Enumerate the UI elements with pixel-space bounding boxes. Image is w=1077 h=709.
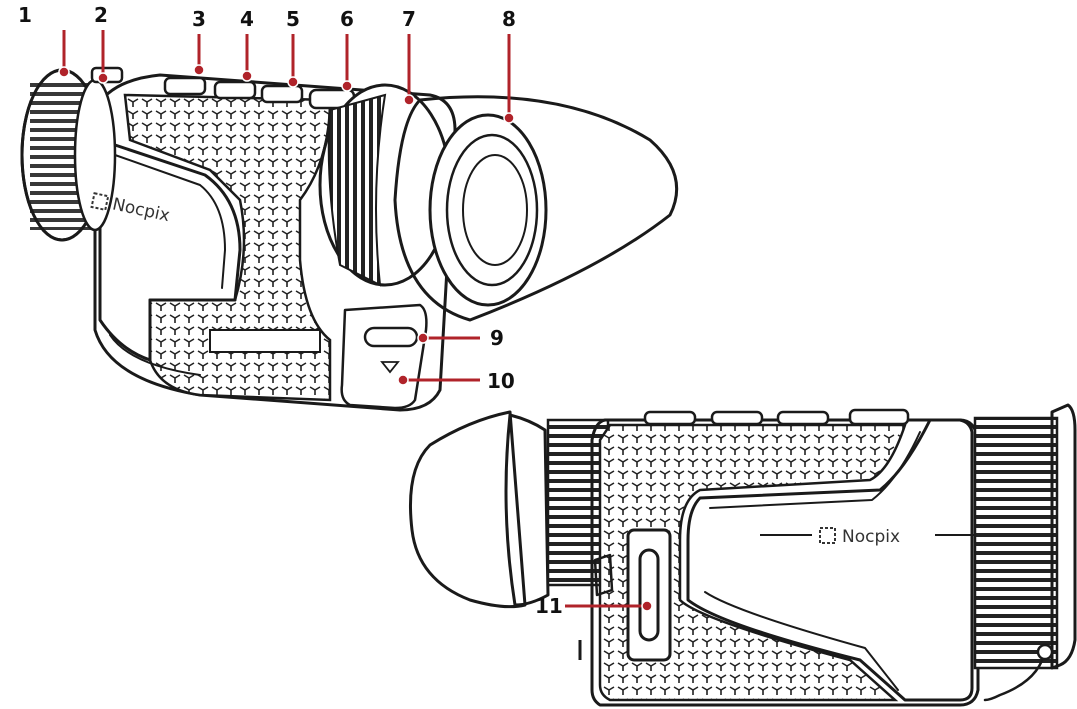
callout-dot-3 [193,64,205,76]
callout-dot-1 [58,66,70,78]
grip-texture [123,93,332,402]
side-brand-logo: Nocpix [819,527,900,547]
callout-label-5: 5 [286,7,300,31]
callout-label-11: 11 [535,594,563,618]
callout-dot-10 [397,374,409,386]
side-button-b [710,410,764,426]
button-5 [260,84,304,104]
lens-cap-strap [983,648,1047,702]
callout-label-6: 6 [340,7,354,31]
top-buttons [163,76,356,110]
battery-latch [363,326,419,348]
callout-label-2: 2 [94,3,108,27]
callouts: 1 2 3 4 5 6 7 8 9 1 [18,3,653,618]
side-grip-texture [598,423,907,702]
callout-label-9: 9 [490,326,504,350]
callout-dot-9 [417,332,429,344]
side-eyepiece-ring [546,418,610,587]
monocular-side-view: Nocpix [408,403,1077,707]
callout-dot-4 [241,70,253,82]
device-body [93,73,457,412]
side-button-c [776,410,830,426]
callout-label-7: 7 [402,7,416,31]
callout-label-1: 1 [18,3,32,27]
side-eyecup-rim [504,413,550,607]
eyecup [393,95,679,322]
side-logo-text: Nocpix [842,527,900,547]
side-body-panel [686,418,974,702]
side-button-d [848,408,910,426]
side-lens-cap [1050,403,1077,670]
callout-label-3: 3 [192,7,206,31]
logo-text: Nocpix [111,194,172,226]
callout-dot-5 [287,76,299,88]
side-button-a [643,410,697,426]
rear-focus-ring [20,68,117,242]
monocular-angled-view: Nocpix [20,66,679,412]
side-eyecup [408,410,527,609]
callout-dot-2 [97,72,109,84]
callout-label-4: 4 [240,7,254,31]
callout-dot-11 [641,600,653,612]
eyecup-opening [428,113,548,307]
usb-c-port [638,548,660,642]
callout-dot-6 [341,80,353,92]
battery-compartment [340,303,428,410]
callout-dot-8 [503,112,515,124]
side-objective-ring [973,416,1059,670]
callout-label-10: 10 [487,369,515,393]
body-panel [98,138,242,362]
callout-dot-7 [403,94,415,106]
callout-label-8: 8 [502,7,516,31]
button-3 [163,76,207,96]
latch-arrow-icon [380,361,400,374]
button-4 [213,80,257,100]
side-logo-icon [819,527,836,544]
